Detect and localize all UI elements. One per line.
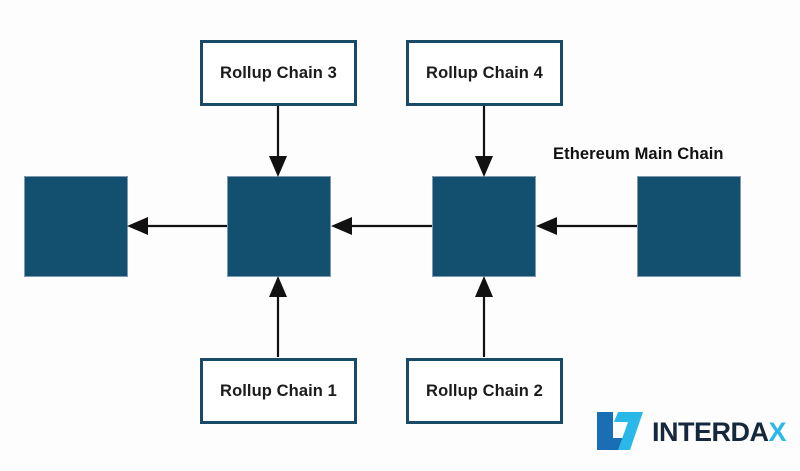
interdax-logo: INTERDAX — [594, 408, 790, 458]
rollup-chain-4-box: Rollup Chain 4 — [406, 40, 563, 106]
main-chain-block-3 — [432, 176, 536, 277]
interdax-wordmark-main: INTERDA — [652, 417, 769, 447]
arrow-rollup3-to-block2 — [269, 106, 287, 177]
rollup-chain-1-box: Rollup Chain 1 — [200, 358, 357, 424]
arrow-block4-to-block3 — [536, 217, 637, 235]
main-chain-block-1 — [24, 176, 128, 277]
rollup-chain-1-label: Rollup Chain 1 — [220, 381, 337, 400]
rollup-chain-3-box: Rollup Chain 3 — [200, 40, 357, 106]
arrow-rollup2-to-block3 — [475, 276, 493, 357]
arrow-rollup1-to-block2 — [269, 276, 287, 357]
arrow-block2-to-block1 — [127, 217, 227, 235]
rollup-chain-4-label: Rollup Chain 4 — [426, 63, 543, 82]
interdax-wordmark: INTERDAX — [652, 417, 787, 448]
rollup-chain-2-label: Rollup Chain 2 — [426, 381, 543, 400]
main-chain-block-2 — [227, 176, 331, 277]
arrow-block3-to-block2 — [331, 217, 432, 235]
rollup-chain-2-box: Rollup Chain 2 — [406, 358, 563, 424]
rollup-chain-3-label: Rollup Chain 3 — [220, 63, 337, 82]
interdax-wordmark-accent: X — [768, 417, 787, 447]
page-title: Ethereum Main Chain — [553, 145, 724, 163]
interdax-logo-mark — [597, 412, 643, 450]
arrow-rollup4-to-block3 — [475, 106, 493, 177]
main-chain-block-4 — [637, 176, 741, 277]
